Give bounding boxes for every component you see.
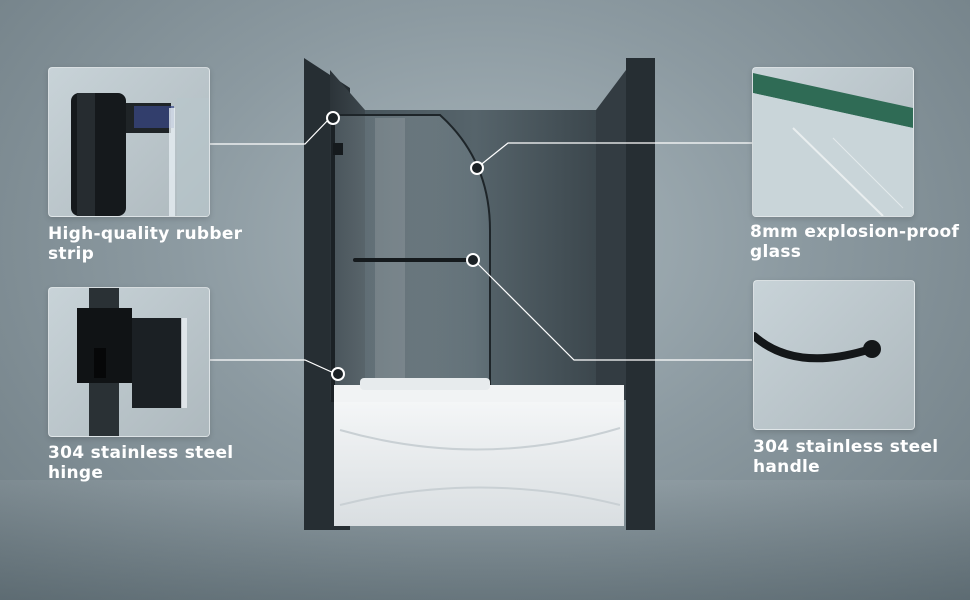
hinge-block bbox=[333, 143, 343, 155]
callout-lines bbox=[210, 117, 752, 375]
glass-edge-icon bbox=[753, 73, 913, 216]
hinge-post bbox=[331, 112, 335, 402]
glass-label: 8mm explosion-proof glass bbox=[750, 222, 959, 262]
rubber-strip-label-line1: High-quality rubber bbox=[48, 224, 243, 244]
glass-label-line1: 8mm explosion-proof bbox=[750, 222, 960, 242]
callout-dot-hinge bbox=[331, 367, 345, 381]
handle-label-line2: handle bbox=[753, 457, 821, 477]
rubber-strip-card bbox=[48, 67, 210, 217]
glass-highlight bbox=[375, 118, 405, 388]
handle-label-line1: 304 stainless steel bbox=[753, 437, 939, 457]
hinge-icon bbox=[77, 288, 187, 436]
handle-icon bbox=[754, 332, 881, 363]
callout-line-handle bbox=[473, 259, 752, 361]
rubber-strip-icon bbox=[71, 93, 209, 216]
handle-label: 304 stainless steel handle bbox=[753, 437, 938, 477]
glass-card bbox=[752, 67, 914, 217]
hinge-label-line2: hinge bbox=[48, 463, 104, 483]
glass-panel bbox=[333, 114, 491, 401]
tub-apron bbox=[334, 402, 624, 526]
right-wall-inner bbox=[596, 70, 626, 400]
callout-dot-handle bbox=[466, 253, 480, 267]
glass-label-line2: glass bbox=[750, 242, 802, 262]
hinge-card bbox=[48, 287, 210, 437]
tub-curve bbox=[339, 427, 621, 451]
callout-line-hinge bbox=[210, 359, 337, 375]
tub-inner bbox=[360, 378, 490, 390]
callout-dot-rubber bbox=[326, 111, 340, 125]
handle-card bbox=[753, 280, 915, 430]
hinge-label-line1: 304 stainless steel bbox=[48, 443, 234, 463]
callout-line-rubber bbox=[210, 117, 331, 145]
right-wall bbox=[626, 58, 655, 530]
callout-dot-glass bbox=[470, 161, 484, 175]
callout-line-glass bbox=[477, 142, 752, 168]
hinge-label: 304 stainless steel hinge bbox=[48, 443, 233, 483]
tub-curve-lower bbox=[339, 486, 621, 506]
callout-dots bbox=[326, 111, 484, 381]
rubber-strip-label-line2: strip bbox=[48, 244, 95, 264]
rubber-strip-label: High-quality rubber strip bbox=[48, 224, 242, 264]
